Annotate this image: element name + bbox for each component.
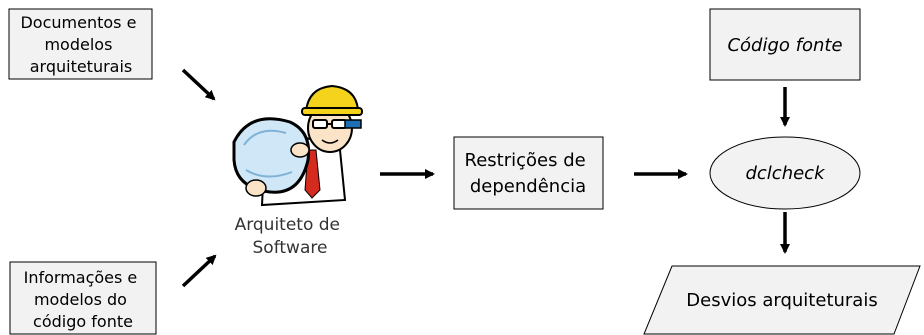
docs-line-1: Documentos e <box>20 13 136 32</box>
desvios-node: Desvios arquiteturais <box>643 265 921 335</box>
codigo-fonte-label: Código fonte <box>727 35 842 56</box>
restricoes-line-1: Restrições de <box>465 150 586 171</box>
docs-line-3: arquiteturais <box>30 57 133 76</box>
desvios-label: Desvios arquiteturais <box>686 290 877 311</box>
svg-text:Restrições de dependênci: Restrições de dependência <box>465 150 592 197</box>
info-models-box: Informações e modelos do código fonte <box>9 261 157 335</box>
arrow-info-to-architect <box>181 254 217 288</box>
svg-text:Documentos e modelos: Documentos e modelos arquiteturais <box>20 13 141 76</box>
info-line-2: modelos do <box>34 290 127 309</box>
architect-caption: Arquiteto de Software <box>235 215 346 258</box>
arrow-docs-to-architect <box>181 68 216 101</box>
architect-caption-line-1: Arquiteto de <box>235 215 340 235</box>
architect-icon <box>232 84 363 207</box>
dclcheck-label: dclcheck <box>745 163 826 184</box>
svg-text:Informações e modelos do: Informações e modelos do código fonte <box>24 268 143 331</box>
info-line-1: Informações e <box>24 268 138 287</box>
architect-caption-line-2: Software <box>253 238 328 258</box>
docs-line-2: modelos <box>44 35 112 54</box>
restricoes-box: Restrições de dependência <box>453 136 604 210</box>
codigo-fonte-box: Código fonte <box>709 8 861 81</box>
docs-models-box: Documentos e modelos arquiteturais <box>8 8 153 80</box>
dclcheck-node: dclcheck <box>709 136 861 210</box>
info-line-3: código fonte <box>33 312 133 331</box>
restricoes-line-2: dependência <box>470 176 586 197</box>
